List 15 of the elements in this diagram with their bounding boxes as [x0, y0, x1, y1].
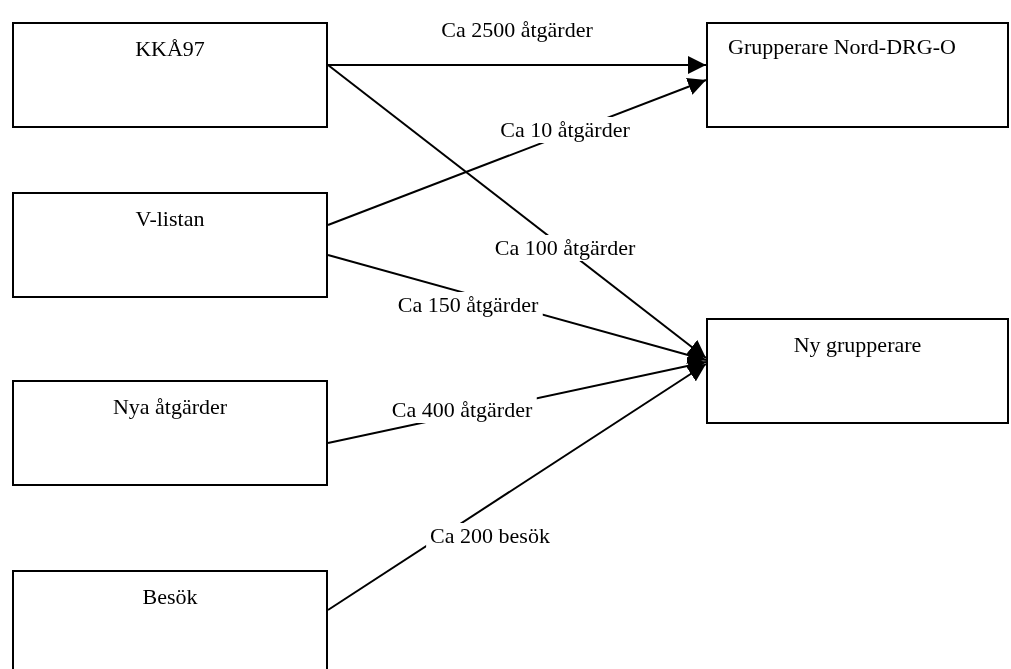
process-box — [706, 22, 1009, 128]
node-label: V-listan — [134, 206, 206, 233]
process-box — [706, 318, 1009, 424]
process-box — [12, 22, 328, 128]
process-box — [12, 380, 328, 486]
node-label: KKÅ97 — [134, 36, 206, 63]
node-label: Besök — [141, 584, 199, 611]
process-box — [12, 570, 328, 669]
process-box — [12, 192, 328, 298]
node-label: Ny grupperare — [792, 332, 923, 359]
arrow — [327, 64, 707, 359]
arrow — [327, 56, 707, 74]
arrow — [327, 363, 707, 611]
node-label: Grupperare Nord-DRG-O — [728, 34, 957, 61]
node-label: Nya åtgärder — [111, 394, 229, 421]
